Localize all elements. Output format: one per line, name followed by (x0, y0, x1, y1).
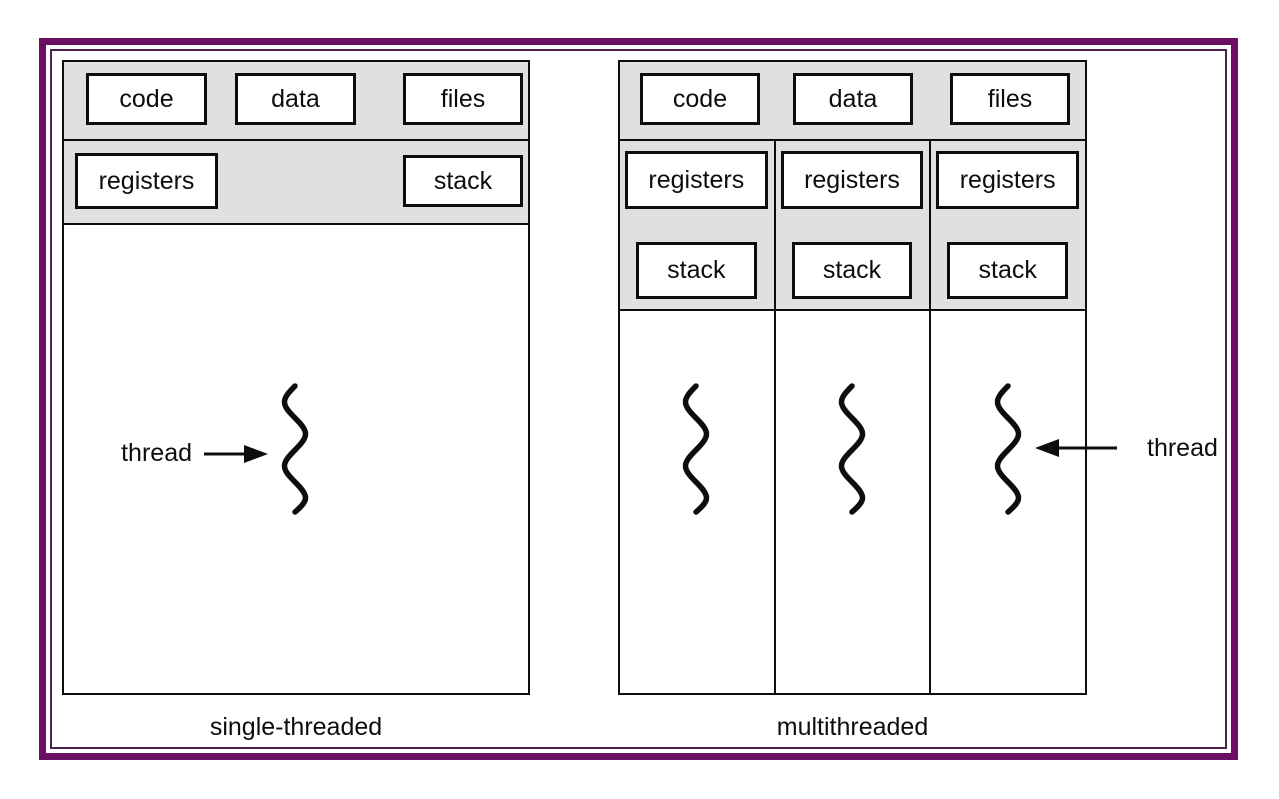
thread-column-3-header: registers stack (931, 141, 1086, 311)
multi-header-row: code data files (620, 62, 1085, 141)
single-threaded-process-box: code data files registers stack (62, 60, 530, 695)
thread-column-1: registers stack (620, 141, 776, 693)
thread-column-2: registers stack (775, 141, 932, 693)
registers-box: registers (625, 151, 768, 209)
stack-box: stack (636, 242, 757, 299)
single-threaded-caption: single-threaded (209, 713, 383, 741)
registers-box: registers (75, 153, 218, 209)
code-box: code (640, 73, 760, 125)
slide-frame-inner-line (50, 49, 1227, 749)
thread-column-3: registers stack (931, 141, 1086, 693)
data-box: data (793, 73, 913, 125)
registers-box: registers (780, 151, 924, 209)
multithreaded-process-box: code data files registers stack register… (618, 60, 1087, 695)
registers-box: registers (936, 151, 1080, 209)
stack-box: stack (791, 242, 913, 299)
stack-box: stack (947, 242, 1069, 299)
thread-columns: registers stack registers stack register… (620, 141, 1086, 693)
single-header-row: code data files (64, 62, 528, 141)
stack-box: stack (403, 155, 523, 207)
data-box: data (235, 73, 356, 125)
single-registers-stack-row: registers stack (64, 141, 528, 225)
multi-thread-label: thread (1147, 434, 1218, 462)
thread-column-1-header: registers stack (620, 141, 774, 311)
multithreaded-caption: multithreaded (776, 713, 929, 741)
files-box: files (403, 73, 523, 125)
slide-frame (39, 38, 1238, 760)
code-box: code (86, 73, 207, 125)
single-thread-label: thread (121, 439, 192, 467)
files-box: files (950, 73, 1070, 125)
thread-column-2-header: registers stack (775, 141, 930, 311)
